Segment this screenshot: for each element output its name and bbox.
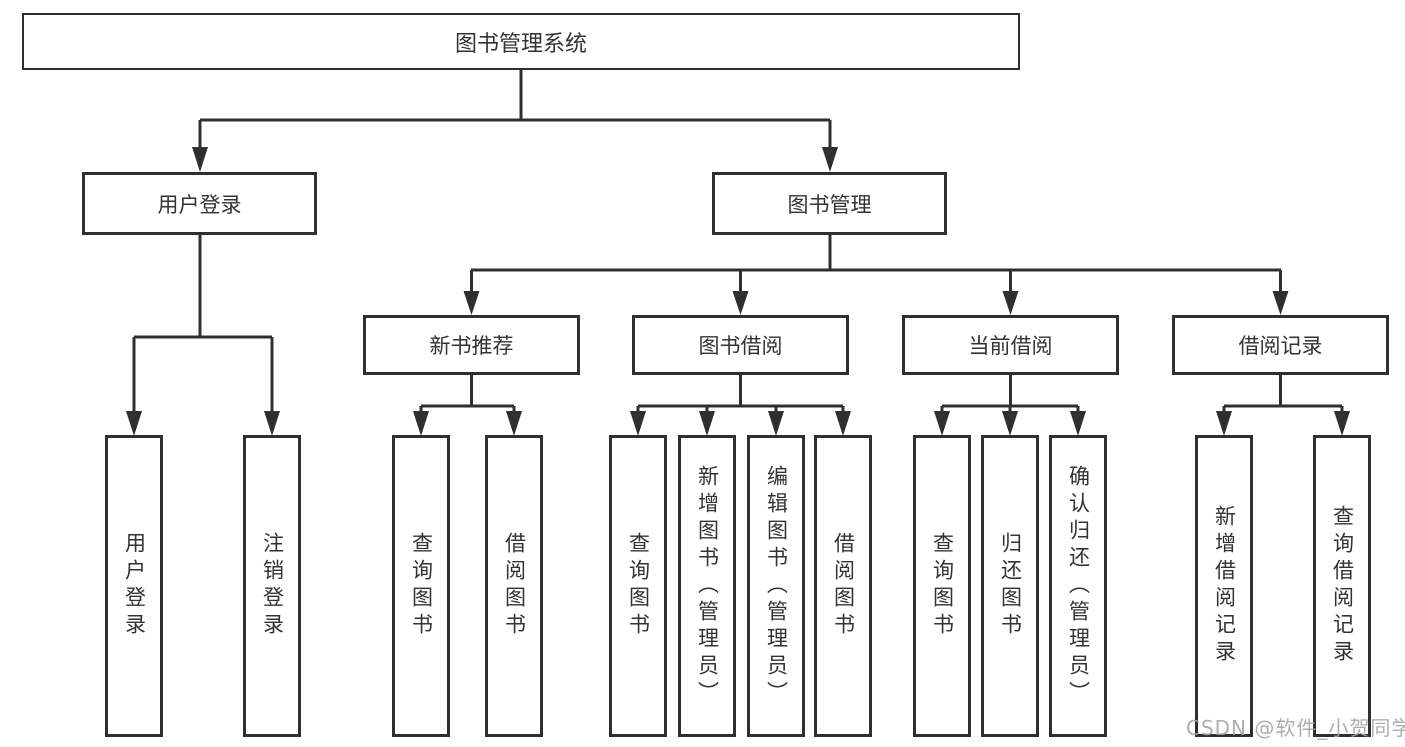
node-borrowing-records: 借阅记录: [1172, 315, 1389, 375]
leaf-query-books-current: 查询图书: [913, 435, 971, 737]
node-label: 注销登录: [260, 532, 285, 640]
leaf-query-borrow-record: 查询借阅记录: [1313, 435, 1371, 737]
node-label: 当前借阅: [968, 334, 1053, 358]
leaf-borrow-books-borrow: 借阅图书: [814, 435, 872, 737]
node-label: 图书借阅: [698, 334, 783, 358]
node-label: 用户登录: [157, 192, 242, 217]
node-label: 查询图书: [626, 532, 651, 640]
node-label: 查询图书: [930, 532, 955, 640]
node-current-borrowing: 当前借阅: [902, 315, 1119, 375]
node-label: 新增图书（管理员）: [695, 464, 720, 708]
leaf-add-book-admin: 新增图书（管理员）: [678, 435, 736, 737]
node-user-login: 用户登录: [82, 172, 317, 235]
node-label: 图书管理: [787, 192, 872, 217]
leaf-query-books-borrow: 查询图书: [609, 435, 667, 737]
node-label: 借阅图书: [831, 532, 856, 640]
leaf-query-books-recommend: 查询图书: [392, 435, 450, 737]
leaf-user-login: 用户登录: [105, 435, 163, 737]
node-book-borrowing: 图书借阅: [632, 315, 849, 375]
leaf-confirm-return-admin: 确认归还（管理员）: [1049, 435, 1107, 737]
node-book-management: 图书管理: [712, 172, 947, 235]
node-label: 归还图书: [998, 532, 1023, 640]
node-label: 借阅图书: [502, 532, 527, 640]
leaf-borrow-books-recommend: 借阅图书: [485, 435, 543, 737]
node-label: 编辑图书（管理员）: [764, 464, 789, 708]
node-label: 新增借阅记录: [1212, 505, 1237, 667]
node-library-management-system: 图书管理系统: [22, 13, 1020, 70]
node-label: 图书管理系统: [454, 31, 587, 57]
node-label: 确认归还（管理员）: [1066, 464, 1091, 708]
node-label: 借阅记录: [1238, 334, 1323, 358]
node-label: 新书推荐: [429, 334, 514, 358]
node-label: 查询图书: [409, 532, 434, 640]
node-label: 查询借阅记录: [1330, 505, 1355, 667]
node-label: 用户登录: [122, 532, 147, 640]
leaf-edit-book-admin: 编辑图书（管理员）: [747, 435, 805, 737]
leaf-add-borrow-record: 新增借阅记录: [1195, 435, 1253, 737]
node-new-book-recommendation: 新书推荐: [363, 315, 580, 375]
leaf-logout: 注销登录: [243, 435, 301, 737]
watermark: CSDN @软件_小贺同学: [1186, 716, 1405, 740]
leaf-return-book: 归还图书: [981, 435, 1039, 737]
